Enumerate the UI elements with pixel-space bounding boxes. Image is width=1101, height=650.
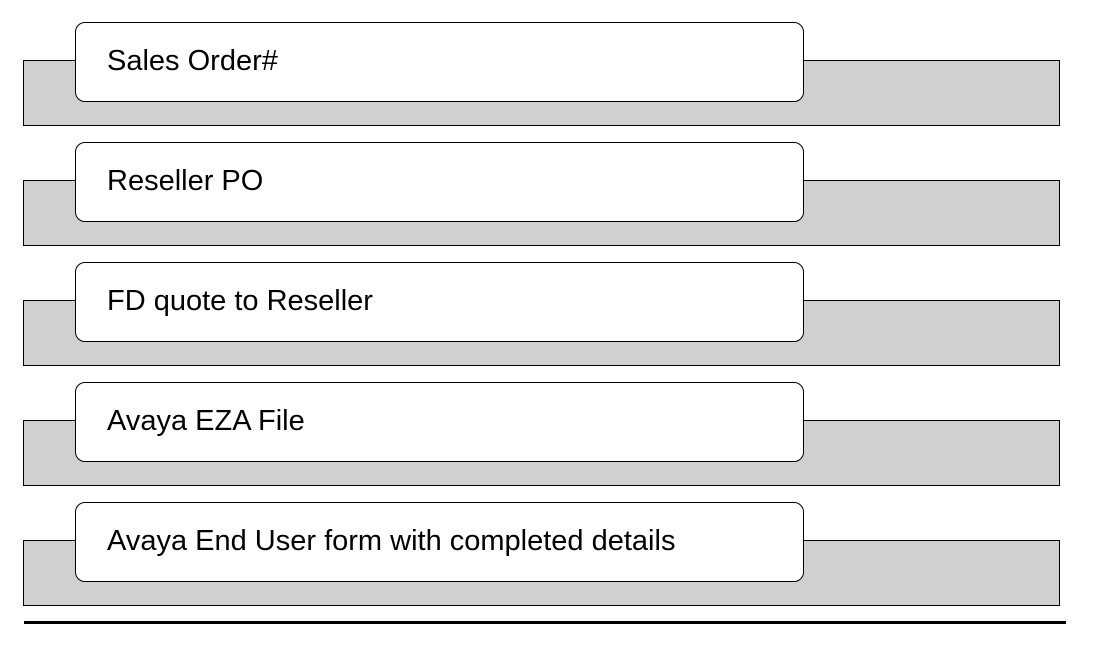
list-item-label: FD quote to Reseller <box>107 284 373 317</box>
list-item-label: Reseller PO <box>107 164 264 197</box>
list-item-label-box: Sales Order# <box>75 22 804 102</box>
list-item-label-box: Avaya End User form with completed detai… <box>75 502 804 582</box>
list-item-avaya-end-user-form: Avaya End User form with completed detai… <box>0 500 1101 610</box>
bottom-divider <box>24 621 1066 624</box>
list-item-sales-order: Sales Order# <box>0 20 1101 130</box>
list-item-label: Avaya EZA File <box>107 404 305 437</box>
list-item-label-box: Avaya EZA File <box>75 382 804 462</box>
list-item-fd-quote: FD quote to Reseller <box>0 260 1101 370</box>
list-item-label: Avaya End User form with completed detai… <box>107 524 676 557</box>
list-item-label: Sales Order# <box>107 44 278 77</box>
list-item-avaya-eza-file: Avaya EZA File <box>0 380 1101 490</box>
list-item-reseller-po: Reseller PO <box>0 140 1101 250</box>
list-item-label-box: Reseller PO <box>75 142 804 222</box>
list-item-label-box: FD quote to Reseller <box>75 262 804 342</box>
